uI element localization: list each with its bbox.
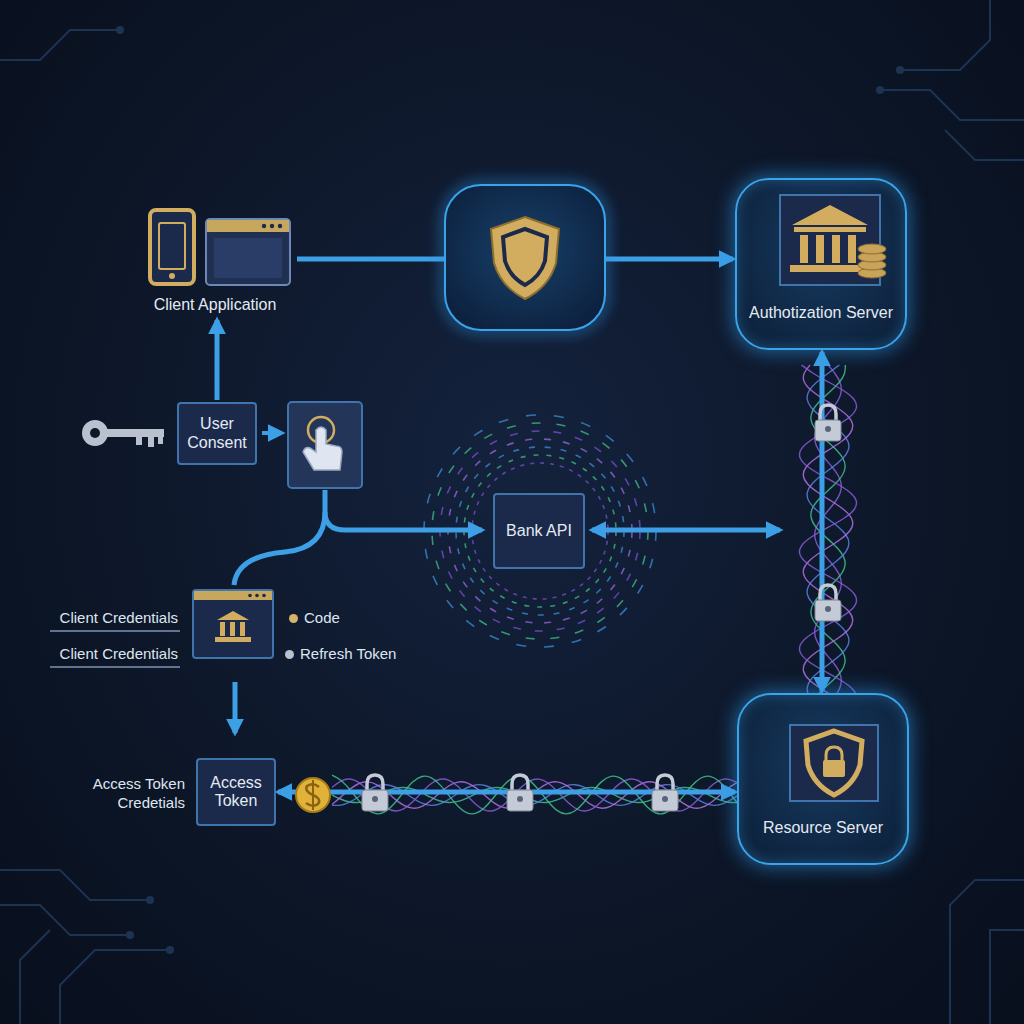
node-label: Bank API <box>506 522 572 540</box>
flow-connector <box>297 257 733 262</box>
server-panel: Resource Server <box>737 693 909 865</box>
node-label: User Consent <box>185 415 249 452</box>
flow-arrows <box>234 433 780 733</box>
phone-icon <box>150 210 194 284</box>
tap-consent-icon <box>288 402 362 488</box>
api-rings <box>424 415 656 647</box>
side-note: Access Token Credetials <box>73 775 185 813</box>
flow-connector <box>215 320 220 400</box>
node-label: Access Token <box>204 774 268 811</box>
node-label: Client Application <box>154 296 277 314</box>
side-note: Client Credentials <box>38 645 178 664</box>
flow-connector <box>278 790 735 795</box>
legend-dot <box>285 650 294 659</box>
token-box: Access Token <box>196 758 276 826</box>
coin-icon <box>296 778 330 812</box>
legend-dot <box>289 614 298 623</box>
legend-text: Refresh Token <box>300 645 396 662</box>
gateway-shield <box>445 185 605 330</box>
side-note: Client Credentials <box>38 609 178 628</box>
key-icon <box>82 420 164 447</box>
browser-icon <box>206 219 290 285</box>
node-label: Authotization Server <box>749 304 893 322</box>
client-app: Client Application <box>135 200 295 318</box>
legend-text: Code <box>304 609 340 626</box>
node-label: Resource Server <box>763 819 883 837</box>
api-box: Bank API <box>493 493 585 569</box>
flow-connector <box>820 352 825 691</box>
server-panel: Authotization Server <box>735 178 907 350</box>
process-box: User Consent <box>177 402 257 465</box>
credential-box <box>193 590 273 658</box>
